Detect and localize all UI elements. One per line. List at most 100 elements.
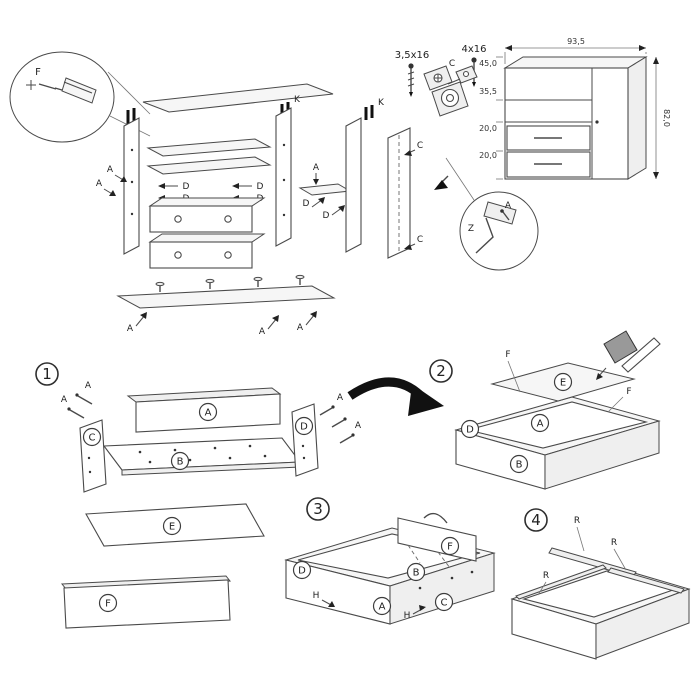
- label-h: H: [404, 611, 411, 621]
- insertion-arrow-icon: [434, 175, 449, 190]
- thread-ticks: [407, 71, 415, 87]
- hardware-detail: 3,5x16 4x16 C: [395, 44, 487, 117]
- hinge-icon: [423, 65, 478, 117]
- drawer-knob: [224, 215, 232, 223]
- label-a: A: [127, 324, 134, 334]
- label-a: A: [313, 163, 320, 173]
- panel-corner: [483, 201, 517, 225]
- cabinet-back-panel: [387, 127, 411, 259]
- label-z: Z: [468, 224, 474, 234]
- step-4: 4 R R R: [510, 508, 691, 660]
- label-c: C: [449, 59, 455, 69]
- label-d: D: [300, 422, 308, 433]
- label-d: D: [303, 199, 310, 209]
- label-d: D: [466, 425, 474, 436]
- label-f: F: [505, 350, 510, 360]
- allen-key-icon: [475, 217, 494, 254]
- label-d: D: [323, 211, 330, 221]
- step-2: 2 E A B D F F: [429, 330, 661, 490]
- label-e: E: [560, 378, 566, 389]
- label-c: C: [417, 235, 423, 245]
- dim-height: 82,0: [662, 109, 671, 127]
- cabinet-small-shelf: [298, 183, 352, 196]
- label-a: A: [537, 419, 544, 430]
- label-a: A: [205, 408, 212, 419]
- part-e-board-inserted: E: [490, 362, 636, 402]
- label-h: H: [313, 591, 320, 601]
- label-f: F: [447, 542, 453, 553]
- drawer-box: [148, 233, 266, 269]
- tool-detail-callout: F: [9, 51, 151, 143]
- screws-right: [319, 405, 355, 444]
- screw-into-panel: [500, 209, 510, 221]
- label-d: D: [183, 182, 190, 192]
- dim-seg1: 45,0: [479, 59, 497, 68]
- callout-circle: [459, 191, 539, 271]
- label-d: D: [298, 566, 306, 577]
- drawer-body: [510, 564, 691, 660]
- dim-width: 93,5: [567, 37, 585, 46]
- cabinet-top-face: [503, 56, 648, 69]
- step-1-number: 1: [42, 365, 52, 383]
- label-k: K: [294, 95, 301, 105]
- label-b: B: [177, 457, 184, 468]
- label-k: K: [378, 98, 385, 108]
- label-a: A: [107, 165, 114, 175]
- door-handle-dot: [595, 120, 599, 124]
- cabinet-side-face: [627, 56, 647, 180]
- label-a: A: [85, 381, 92, 391]
- step-1: 1 A A C A B: [35, 362, 362, 629]
- label-c: C: [89, 433, 96, 444]
- part-f-front-attaching: F: [397, 512, 477, 569]
- step-4-number: 4: [531, 511, 541, 529]
- label-b: B: [413, 568, 420, 579]
- label-b: B: [516, 460, 523, 471]
- label-f: F: [35, 67, 41, 78]
- cabinet-top-panel: [142, 83, 334, 113]
- dim-seg4: 20,0: [479, 151, 497, 160]
- screw-position-cross-icon: [26, 80, 36, 90]
- label-r: R: [574, 516, 580, 526]
- exploded-cabinet-view: K K D D D D A A: [96, 83, 449, 337]
- cabinet-shelf: [146, 156, 272, 175]
- cabinet-middle-panel: [275, 107, 292, 247]
- drawer-handle: [423, 512, 448, 524]
- label-a: A: [505, 201, 512, 211]
- runner-rail: [515, 564, 607, 600]
- allen-key-callout: A Z: [445, 157, 539, 271]
- runner-rail: [607, 567, 685, 594]
- cabinet-base-panel: [116, 285, 336, 309]
- step-transition-arrow: [347, 377, 444, 416]
- drawer-knob: [224, 251, 232, 259]
- label-r: R: [611, 538, 617, 548]
- cabinet-left-side-panel: [123, 117, 140, 255]
- cabinet-dimension-drawing: 93,5 45,0 35,5 20,0 20,0 82,0: [479, 37, 671, 180]
- label-c: C: [417, 141, 423, 151]
- step-1-badge: [35, 362, 59, 386]
- awl-tool-icon: [38, 77, 97, 104]
- callout-leader-line: [445, 157, 475, 201]
- drawer-knob: [174, 251, 182, 259]
- hammer-icon: [596, 330, 661, 380]
- screw-small-icon: [407, 63, 415, 97]
- drawer-knob: [174, 215, 182, 223]
- label-d: D: [257, 182, 264, 192]
- label-a: A: [355, 421, 362, 431]
- label-a: A: [96, 179, 103, 189]
- step-2-badge: [429, 359, 453, 383]
- part-c-side-panel: C: [79, 419, 107, 493]
- dim-drawer-1: [506, 125, 591, 151]
- assembled-drawer-box: [454, 396, 661, 490]
- part-a-back-panel: A: [126, 387, 282, 433]
- part-e-board: E: [85, 503, 265, 547]
- step-2-number: 2: [436, 362, 446, 380]
- step-4-badge: [524, 508, 548, 532]
- callout-circle: [9, 51, 115, 143]
- label-f: F: [105, 599, 111, 610]
- label-c: C: [441, 598, 448, 609]
- step-3-badge: [306, 497, 330, 521]
- base-feet: [155, 274, 305, 292]
- screws-left: [67, 393, 93, 419]
